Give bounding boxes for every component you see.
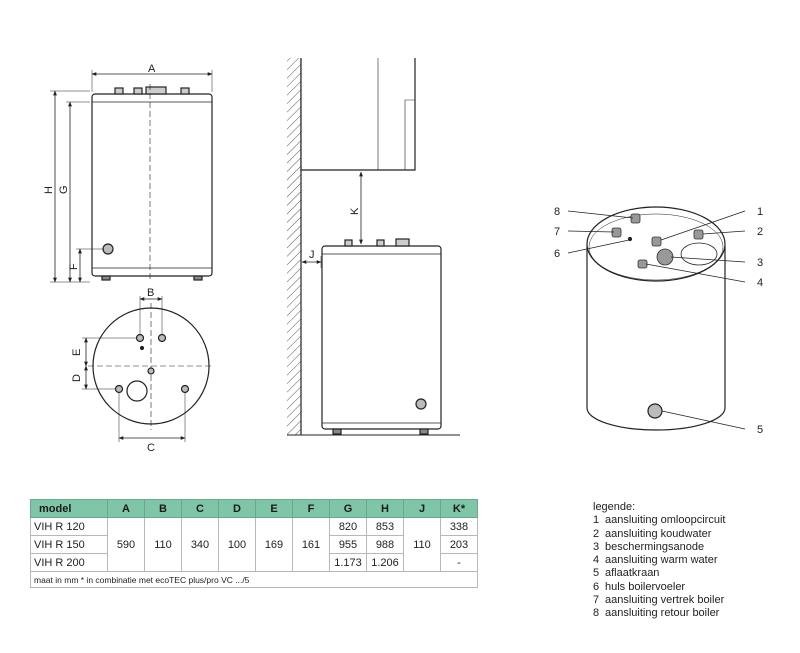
front-view xyxy=(50,70,213,283)
legend-item-text: aflaatkraan xyxy=(605,567,660,580)
cell-model: VIH R 150 xyxy=(30,535,108,554)
legend-item-text: aansluiting koudwater xyxy=(605,527,712,540)
cell-k: 338 xyxy=(440,517,478,536)
callout-3: 3 xyxy=(757,257,763,269)
legend-item-text: aansluiting warm water xyxy=(605,554,718,567)
header-b: B xyxy=(144,499,182,518)
cell-d: 100 xyxy=(218,517,256,572)
header-f: F xyxy=(292,499,330,518)
cell-c: 340 xyxy=(181,517,219,572)
cell-h: 853 xyxy=(366,517,404,536)
legend-item-number: 7 xyxy=(593,594,600,607)
dim-label-j: J xyxy=(309,249,315,261)
legend-item: 8 aansluiting retour boiler xyxy=(593,607,725,620)
dim-label-a: A xyxy=(148,63,156,75)
header-a: A xyxy=(107,499,145,518)
legend-item-text: huls boilervoeler xyxy=(605,580,686,593)
callout-7: 7 xyxy=(554,226,560,238)
callout-6: 6 xyxy=(554,248,560,260)
callout-8: 8 xyxy=(554,206,560,218)
legend-item: 5 aflaatkraan xyxy=(593,567,725,580)
header-model: model xyxy=(30,499,108,518)
dim-label-h: H xyxy=(43,186,55,194)
legend-item-text: aansluiting retour boiler xyxy=(605,607,720,620)
legend-item-text: aansluiting omloopcircuit xyxy=(605,514,726,527)
installation-view xyxy=(287,58,460,436)
table-footnote-row: maat in mm * in combinatie met ecoTEC pl… xyxy=(30,571,478,588)
legend-item: 4 aansluiting warm water xyxy=(593,554,725,567)
cell-h: 1.206 xyxy=(366,553,404,572)
table-row: VIH R 120 590 110 340 100 169 161 820 85… xyxy=(30,517,478,572)
table-footnote: maat in mm * in combinatie met ecoTEC pl… xyxy=(30,571,478,588)
cell-k: - xyxy=(440,553,478,572)
cell-model: VIH R 120 xyxy=(30,517,108,536)
legend-item-number: 1 xyxy=(593,514,600,527)
cell-k: 203 xyxy=(440,535,478,554)
header-e: E xyxy=(255,499,293,518)
header-h: H xyxy=(366,499,404,518)
dim-label-k: K xyxy=(349,207,361,215)
front-connection-3 xyxy=(145,86,167,95)
legend-item: 7 aansluiting vertrek boiler xyxy=(593,594,725,607)
callout-2: 2 xyxy=(757,226,763,238)
header-j: J xyxy=(403,499,441,518)
header-g: G xyxy=(329,499,367,518)
table-header-row: model A B C D E F G H J K* xyxy=(30,499,478,518)
header-d: D xyxy=(218,499,256,518)
dim-label-d: D xyxy=(71,374,83,382)
callout-5: 5 xyxy=(757,424,763,436)
drain-valve-3d-icon xyxy=(647,403,663,419)
legend-title: legende: xyxy=(593,501,636,513)
table-row: VIH R 150 955 988 203 xyxy=(30,535,478,554)
legend: legende: 1 aansluiting omloopcircuit 2 aan… xyxy=(593,501,725,621)
callout-4: 4 xyxy=(757,277,763,289)
cell-b: 110 xyxy=(144,517,182,572)
dimensions-table: model A B C D E F G H J K* VIH R 120 590… xyxy=(30,499,478,588)
cell-j: 110 xyxy=(403,517,441,572)
legend-item-number: 6 xyxy=(593,580,600,593)
technical-drawing: A H G F B C E D xyxy=(43,58,763,454)
legend-item-number: 8 xyxy=(593,607,600,620)
legend-item-number: 5 xyxy=(593,567,600,580)
cell-g: 1.173 xyxy=(329,553,367,572)
legend-item: 6 huls boilervoeler xyxy=(593,581,725,594)
header-c: C xyxy=(181,499,219,518)
wall-hatch xyxy=(287,58,301,435)
top-view xyxy=(82,296,214,442)
callout-1: 1 xyxy=(757,206,763,218)
boiler-unit xyxy=(300,58,416,171)
table-row: VIH R 200 1.173 1.206 - xyxy=(30,553,478,572)
dim-label-b: B xyxy=(147,287,154,299)
dim-label-f: F xyxy=(68,263,80,270)
legend-item-number: 4 xyxy=(593,554,600,567)
dim-label-g: G xyxy=(58,185,70,194)
cell-g: 820 xyxy=(329,517,367,536)
cell-model: VIH R 200 xyxy=(30,553,108,572)
perspective-view xyxy=(567,206,746,431)
cell-f: 161 xyxy=(292,517,330,572)
legend-item: 1 aansluiting omloopcircuit xyxy=(593,514,725,527)
legend-item: 3 beschermingsanode xyxy=(593,541,725,554)
cell-a: 590 xyxy=(107,517,145,572)
dim-label-c: C xyxy=(147,442,155,454)
legend-item-text: aansluiting vertrek boiler xyxy=(605,594,725,607)
cell-h: 988 xyxy=(366,535,404,554)
front-connection-1 xyxy=(114,87,124,95)
drain-valve-icon xyxy=(102,243,114,255)
legend-item: 2 aansluiting koudwater xyxy=(593,528,725,541)
cell-e: 169 xyxy=(255,517,293,572)
dim-label-e: E xyxy=(71,349,83,356)
cell-g: 955 xyxy=(329,535,367,554)
front-connection-2 xyxy=(133,87,143,95)
legend-item-number: 3 xyxy=(593,540,600,553)
front-connection-4 xyxy=(180,87,190,95)
header-k: K* xyxy=(440,499,478,518)
legend-item-text: beschermingsanode xyxy=(605,540,705,553)
legend-item-number: 2 xyxy=(593,527,600,540)
